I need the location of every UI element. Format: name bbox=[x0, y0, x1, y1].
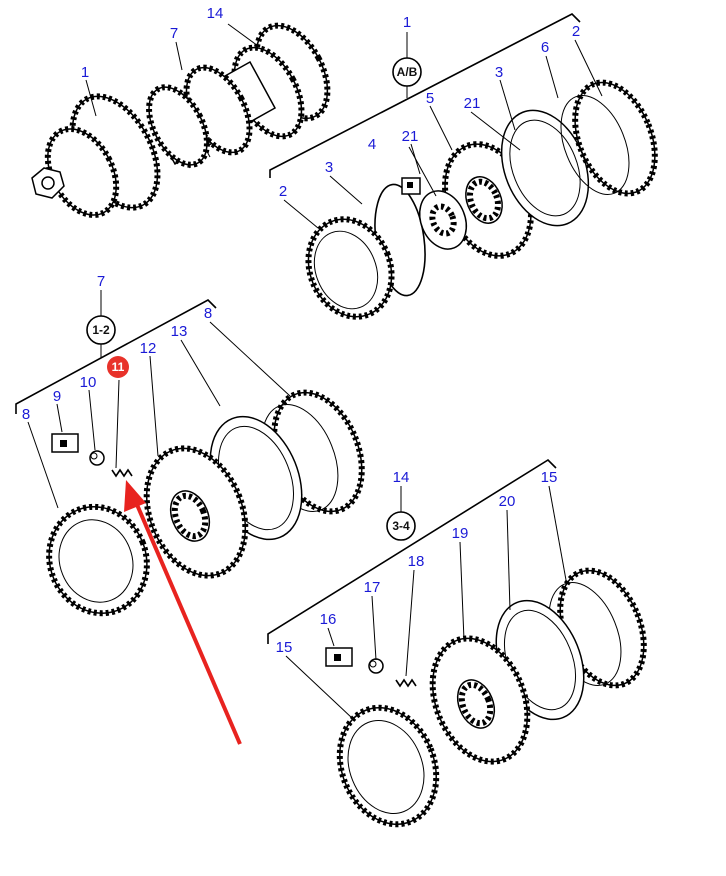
callout-9: 9 bbox=[53, 388, 61, 405]
callout-3: 3 bbox=[325, 159, 333, 176]
callout-3: 3 bbox=[495, 64, 503, 81]
highlight-badge-circle bbox=[107, 356, 129, 378]
callout-15: 15 bbox=[276, 639, 293, 656]
callout-12: 12 bbox=[140, 340, 157, 357]
callout-14: 14 bbox=[393, 469, 410, 486]
callout-1: 1 bbox=[403, 14, 411, 31]
callout-14: 14 bbox=[207, 5, 224, 22]
callout-10: 10 bbox=[80, 374, 97, 391]
red-pointer-arrow bbox=[124, 480, 242, 745]
group-label-3-4: 3-4 bbox=[386, 511, 416, 541]
group-label-3-4-text: 3-4 bbox=[392, 519, 410, 533]
callout-2: 2 bbox=[572, 23, 580, 40]
callout-2: 2 bbox=[279, 183, 287, 200]
callout-15: 15 bbox=[541, 469, 558, 486]
callout-5: 5 bbox=[426, 90, 434, 107]
ab-synchro-group bbox=[269, 13, 658, 320]
callout-6: 6 bbox=[541, 39, 549, 56]
group-label-ab-text: A/B bbox=[397, 65, 418, 79]
callout-16: 16 bbox=[320, 611, 337, 628]
group-label-ab: A/B bbox=[392, 57, 422, 87]
highlight-badge-11[interactable]: 11 bbox=[107, 356, 129, 378]
callout-18: 18 bbox=[408, 553, 425, 570]
callout-20: 20 bbox=[499, 493, 516, 510]
group-label-1-2-text: 1-2 bbox=[92, 323, 110, 337]
callout-21: 21 bbox=[464, 95, 481, 112]
group-label-1-2: 1-2 bbox=[86, 315, 116, 345]
callout-19: 19 bbox=[452, 525, 469, 542]
one-two-synchro-group bbox=[15, 299, 365, 617]
callout-8: 8 bbox=[22, 406, 30, 423]
callout-8: 8 bbox=[204, 305, 212, 322]
callout-13: 13 bbox=[171, 323, 188, 340]
shaft-assembly bbox=[31, 22, 331, 218]
callout-1: 1 bbox=[81, 64, 89, 81]
highlight-badge-text: 11 bbox=[112, 360, 125, 374]
three-four-synchro-group bbox=[267, 458, 647, 828]
leader-lines bbox=[27, 23, 603, 719]
callout-17: 17 bbox=[364, 579, 381, 596]
callout-7: 7 bbox=[170, 25, 178, 42]
callout-4: 4 bbox=[368, 136, 376, 153]
callout-numbers: 14 7 1 1 2 6 3 5 21 21 4 3 2 7 8 13 12 1… bbox=[22, 5, 580, 656]
callout-21: 21 bbox=[402, 128, 419, 145]
callout-7: 7 bbox=[97, 273, 105, 290]
